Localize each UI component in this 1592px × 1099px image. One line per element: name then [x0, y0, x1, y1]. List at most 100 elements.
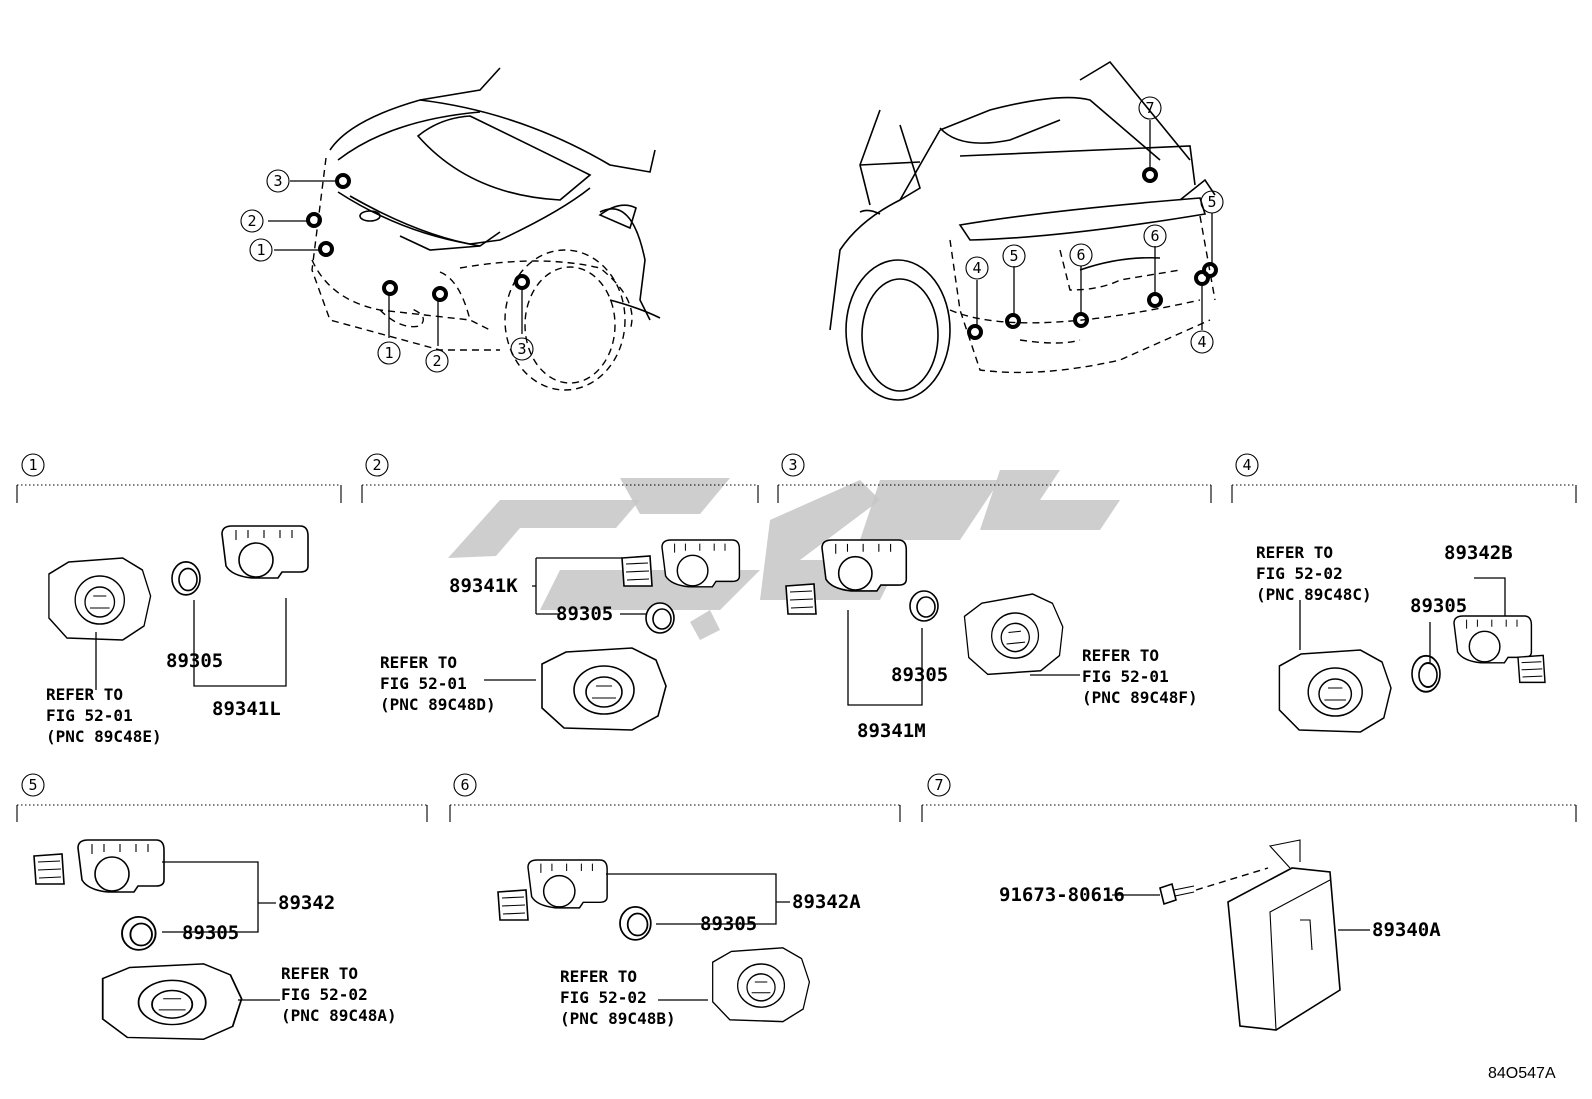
- svg-text:89305: 89305: [891, 664, 948, 686]
- front-callout-2b: 2: [425, 349, 449, 373]
- rear-callout-5b: 5: [1002, 244, 1026, 268]
- section-7-parts: 91673-80616 89340A: [999, 839, 1441, 1031]
- rear-callout-6a: 6: [1069, 243, 1093, 267]
- diagram-code: 84O547A: [1488, 1065, 1556, 1082]
- svg-text:2: 2: [432, 352, 441, 370]
- svg-text:REFER TO: REFER TO: [281, 964, 358, 983]
- section-5-header: 5: [16, 773, 428, 822]
- svg-text:4: 4: [1197, 333, 1206, 351]
- s6-seal-label: 89305: [700, 913, 757, 935]
- s5-ref-label: REFER TO FIG 52-02 (PNC 89C48A): [281, 964, 397, 1025]
- svg-text:89341L: 89341L: [212, 698, 281, 720]
- rear-callout-4a: 4: [965, 256, 989, 280]
- svg-text:1: 1: [256, 241, 265, 259]
- svg-text:FIG 52-01: FIG 52-01: [380, 674, 467, 693]
- svg-text:5: 5: [28, 776, 37, 794]
- s6-assy-label: 89342A: [792, 891, 861, 913]
- rear-vehicle-illustration: 7 5 4 5 6 6 4: [829, 60, 1224, 401]
- svg-text:5: 5: [1009, 247, 1018, 265]
- svg-text:89305: 89305: [556, 603, 613, 625]
- svg-text:89305: 89305: [166, 650, 223, 672]
- section-1-header: 1: [16, 453, 342, 503]
- svg-text:(PNC 89C48E): (PNC 89C48E): [46, 727, 162, 746]
- s4-ref-label: REFER TO FIG 52-02 (PNC 89C48C): [1256, 543, 1372, 604]
- section-headers: 1 2 3 4 5 6 7: [16, 453, 1577, 822]
- s5-seal-label: 89305: [182, 922, 239, 944]
- svg-text:89340A: 89340A: [1372, 919, 1441, 941]
- section-5-parts: 89342 89305 REFER TO FIG 52-02 (PNC 89C4…: [33, 839, 397, 1041]
- front-callout-1a: 1: [249, 238, 273, 262]
- svg-text:1: 1: [384, 344, 393, 362]
- front-vehicle-illustration: 3 2 1 1 2 3: [240, 67, 661, 391]
- s1-seal-label: 89305: [166, 650, 223, 672]
- svg-text:89341M: 89341M: [857, 720, 926, 742]
- s7-bolt-label: 91673-80616: [999, 884, 1125, 906]
- svg-text:REFER TO: REFER TO: [46, 685, 123, 704]
- s3-ref-label: REFER TO FIG 52-01 (PNC 89C48F): [1082, 646, 1198, 707]
- svg-text:2: 2: [372, 456, 381, 474]
- svg-text:89342B: 89342B: [1444, 542, 1513, 564]
- svg-text:3: 3: [273, 172, 282, 190]
- bolt-icon: [1159, 882, 1195, 906]
- svg-text:(PNC 89C48A): (PNC 89C48A): [281, 1006, 397, 1025]
- svg-text:(PNC 89C48D): (PNC 89C48D): [380, 695, 496, 714]
- svg-text:FIG 52-02: FIG 52-02: [560, 988, 647, 1007]
- s4-assy-label: 89342B: [1444, 542, 1513, 564]
- svg-text:REFER TO: REFER TO: [1082, 646, 1159, 665]
- section-2-parts: 89341K 89305 REFER TO FIG 52-01 (PNC 89C…: [380, 539, 741, 731]
- svg-text:2: 2: [247, 212, 256, 230]
- svg-text:89342: 89342: [278, 892, 335, 914]
- svg-text:5: 5: [1207, 193, 1216, 211]
- svg-text:6: 6: [1076, 246, 1085, 264]
- section-3-header: 3: [777, 453, 1212, 503]
- svg-text:(PNC 89C48C): (PNC 89C48C): [1256, 585, 1372, 604]
- front-callout-3a: 3: [266, 169, 290, 193]
- section-6-header: 6: [449, 773, 901, 822]
- svg-text:(PNC 89C48B): (PNC 89C48B): [560, 1009, 676, 1028]
- svg-text:89342A: 89342A: [792, 891, 861, 913]
- s7-ecu-label: 89340A: [1372, 919, 1441, 941]
- svg-text:FIG 52-01: FIG 52-01: [46, 706, 133, 725]
- s1-assy-label: 89341L: [212, 698, 281, 720]
- svg-text:91673-80616: 91673-80616: [999, 884, 1125, 906]
- rear-callout-6b: 6: [1143, 224, 1167, 248]
- s4-seal-label: 89305: [1410, 595, 1467, 617]
- svg-text:FIG 52-02: FIG 52-02: [281, 985, 368, 1004]
- svg-text:7: 7: [934, 776, 943, 794]
- section-4-header: 4: [1231, 453, 1577, 503]
- section-7-header: 7: [921, 773, 1577, 822]
- svg-text:7: 7: [1145, 99, 1154, 117]
- s1-ref-label: REFER TO FIG 52-01 (PNC 89C48E): [46, 685, 162, 746]
- section-1-parts: 89305 89341L REFER TO FIG 52-01 (PNC 89C…: [46, 525, 309, 746]
- svg-text:6: 6: [460, 776, 469, 794]
- s5-assy-label: 89342: [278, 892, 335, 914]
- rear-callout-7: 7: [1138, 96, 1162, 120]
- svg-text:89305: 89305: [700, 913, 757, 935]
- svg-text:3: 3: [517, 340, 526, 358]
- front-callout-3b: 3: [510, 337, 534, 361]
- svg-text:3: 3: [788, 456, 797, 474]
- rear-callout-5a: 5: [1200, 190, 1224, 214]
- section-3-parts: 89305 89341M REFER TO FIG 52-01 (PNC 89C…: [785, 539, 1198, 742]
- svg-text:89305: 89305: [1410, 595, 1467, 617]
- svg-text:1: 1: [28, 456, 37, 474]
- s2-ref-label: REFER TO FIG 52-01 (PNC 89C48D): [380, 653, 496, 714]
- s6-ref-label: REFER TO FIG 52-02 (PNC 89C48B): [560, 967, 676, 1028]
- svg-text:6: 6: [1150, 227, 1159, 245]
- svg-text:REFER TO: REFER TO: [380, 653, 457, 672]
- svg-text:89341K: 89341K: [449, 575, 518, 597]
- svg-text:REFER TO: REFER TO: [1256, 543, 1333, 562]
- svg-text:4: 4: [1242, 456, 1251, 474]
- svg-text:REFER TO: REFER TO: [560, 967, 637, 986]
- svg-text:FIG 52-02: FIG 52-02: [1256, 564, 1343, 583]
- section-4-parts: 89342B 89305 REFER TO FIG 52-02 (PNC 89C…: [1256, 542, 1546, 733]
- front-callout-2a: 2: [240, 209, 264, 233]
- section-2-header: 2: [361, 453, 759, 503]
- section-6-parts: 89342A 89305 REFER TO FIG 52-02 (PNC 89C…: [497, 859, 861, 1028]
- svg-text:(PNC 89C48F): (PNC 89C48F): [1082, 688, 1198, 707]
- s2-seal-label: 89305: [556, 603, 613, 625]
- svg-text:89305: 89305: [182, 922, 239, 944]
- rear-callout-4b: 4: [1190, 330, 1214, 354]
- svg-text:4: 4: [972, 259, 981, 277]
